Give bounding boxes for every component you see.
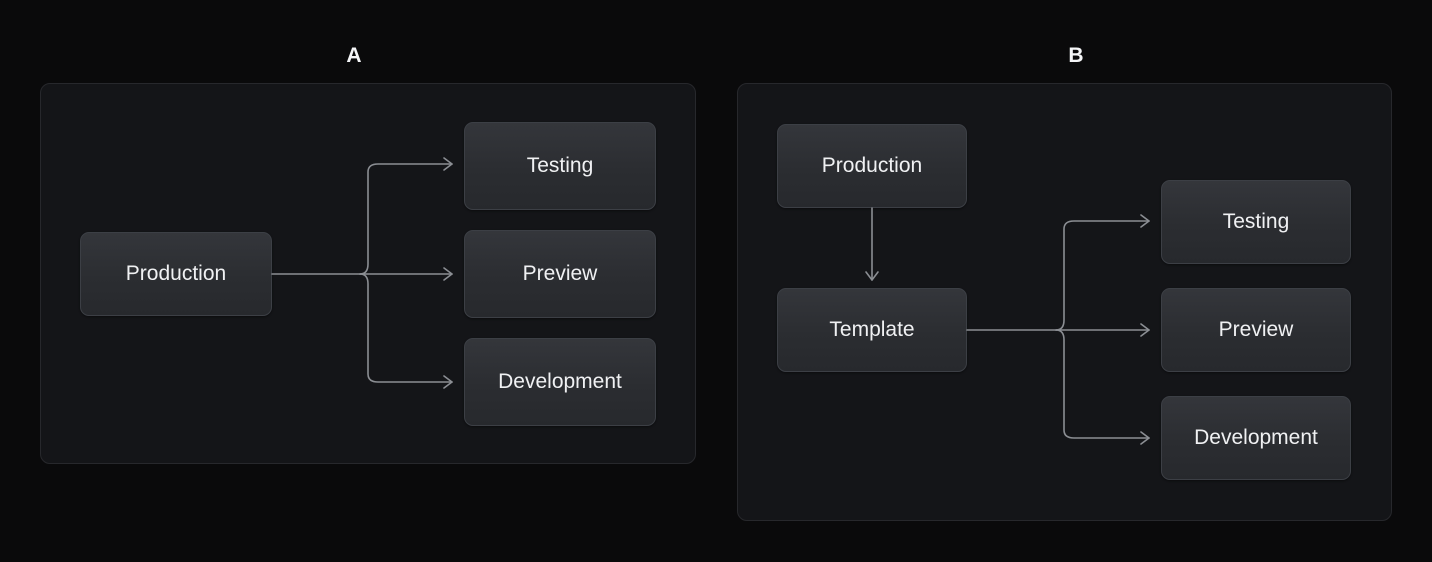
node-a-preview[interactable]: Preview: [464, 230, 656, 318]
panel-b-label: B: [1068, 44, 1084, 67]
node-b-preview[interactable]: Preview: [1161, 288, 1351, 372]
panel-a-label: A: [346, 44, 362, 67]
node-b-production[interactable]: Production: [777, 124, 967, 208]
node-b-development[interactable]: Development: [1161, 396, 1351, 480]
node-b-testing[interactable]: Testing: [1161, 180, 1351, 264]
node-a-development[interactable]: Development: [464, 338, 656, 426]
node-a-testing[interactable]: Testing: [464, 122, 656, 210]
node-a-production[interactable]: Production: [80, 232, 272, 316]
node-b-template[interactable]: Template: [777, 288, 967, 372]
